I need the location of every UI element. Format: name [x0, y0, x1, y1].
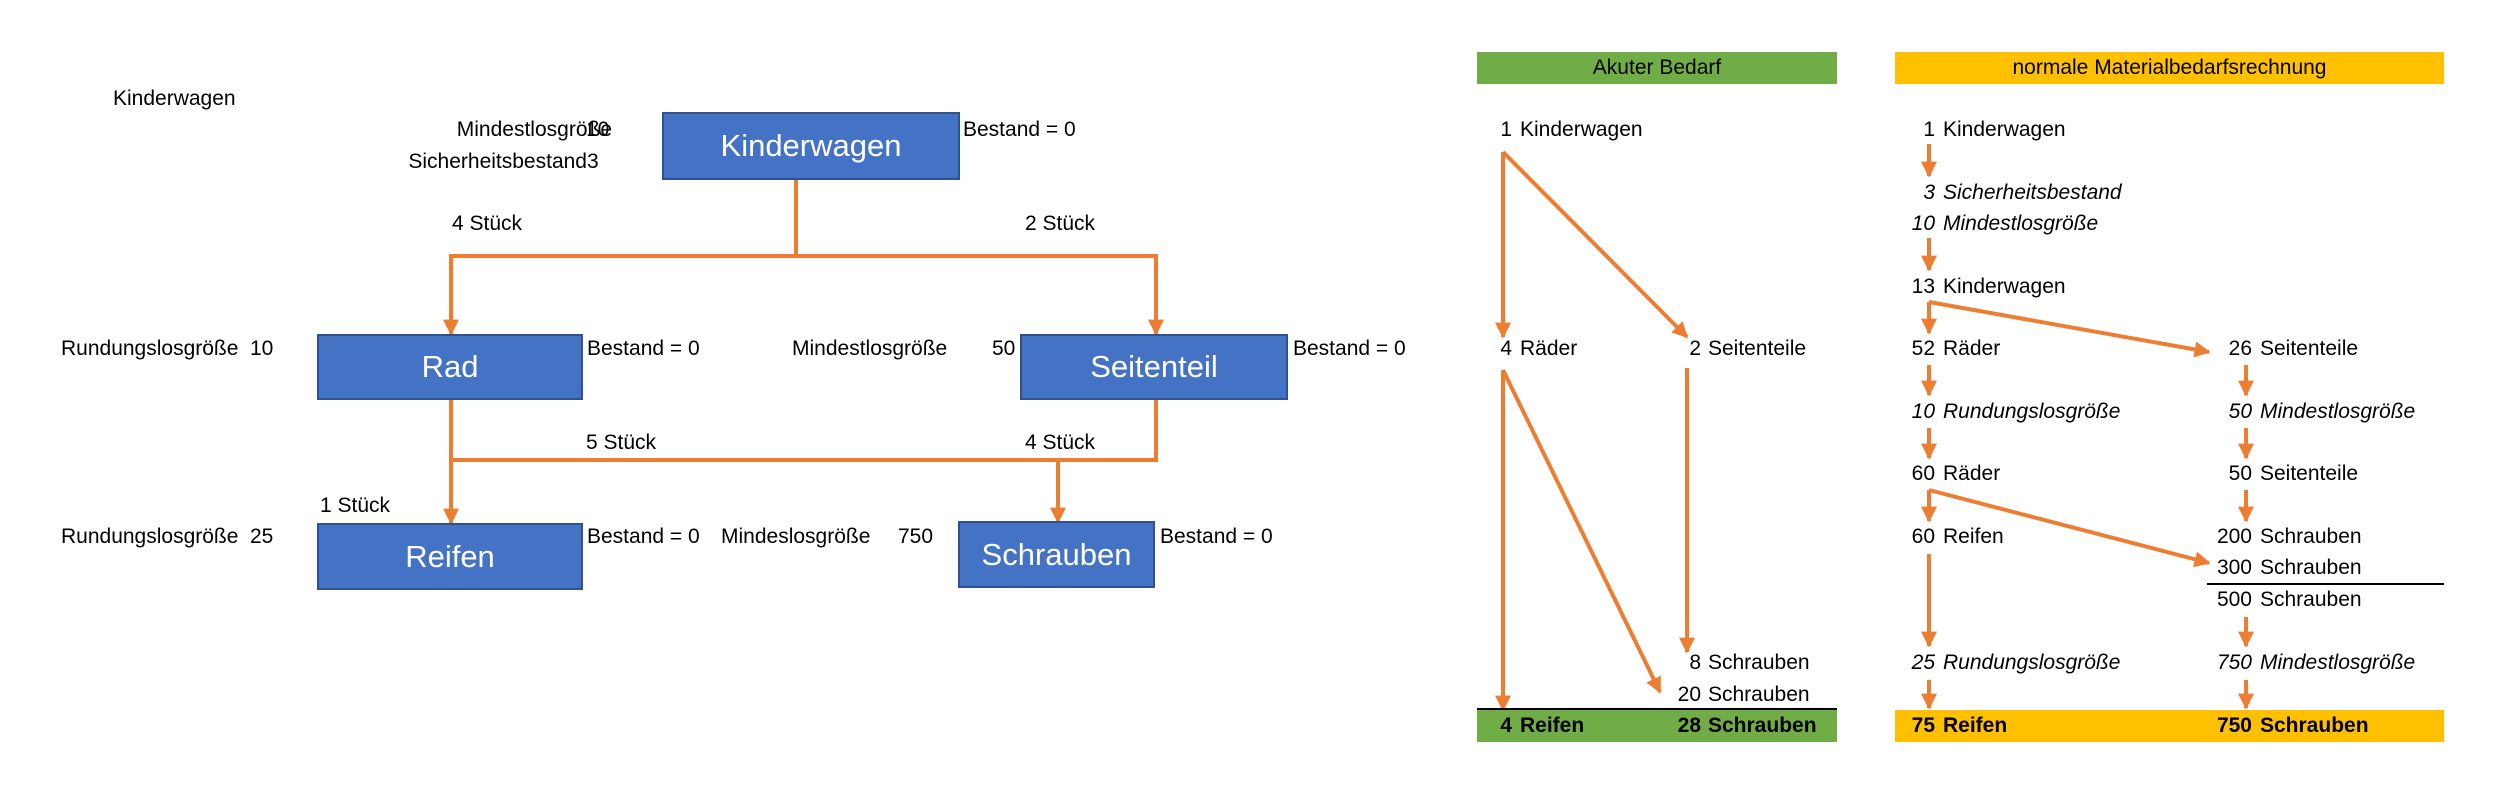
normal-left-qty: 1: [1923, 118, 1935, 141]
normal-left-qty: 3: [1923, 181, 1935, 204]
reifen-bestand: Bestand = 0: [587, 525, 700, 548]
edge-kinderwagen-seitenteil: [796, 254, 1164, 336]
normal-result-right-qty: 750: [2216, 714, 2252, 737]
edge-rad-schrauben: [451, 400, 1158, 462]
kinderwagen-param2-value: 3: [587, 150, 599, 173]
edge-kinderwagen-rad: [443, 180, 798, 336]
normal-right-text: Mindestlosgröße: [2260, 651, 2416, 674]
acute-row-text: Schrauben: [1708, 651, 1810, 674]
normal-right-text: Schrauben: [2260, 525, 2362, 548]
normal-right-text: Seitenteile: [2260, 337, 2359, 360]
normal-left-qty: 25: [1911, 651, 1935, 674]
normal-left-text: Sicherheitsbestand: [1943, 181, 2122, 204]
acute-row-text: Räder: [1520, 337, 1578, 360]
normal-right-qty: 26: [2228, 337, 2252, 360]
arrow-acute-2: [1501, 150, 1689, 339]
edge-label-rad-schrauben: 5 Stück: [586, 431, 657, 454]
normal-right-qty: 200: [2216, 525, 2252, 548]
normal-left-text: Kinderwagen: [1943, 118, 2066, 141]
tree-title: Kinderwagen: [113, 87, 236, 110]
acute-header: Akuter Bedarf: [1477, 52, 1837, 84]
acute-row-text: Schrauben: [1708, 683, 1810, 706]
normal-left-text: Räder: [1943, 462, 2001, 485]
acute-result-right-qty: 28: [1677, 714, 1701, 737]
node-reifen: Reifen: [317, 523, 583, 590]
seitenteil-param-value: 50: [992, 337, 1016, 360]
normal-right-text: Schrauben: [2260, 588, 2362, 611]
edge-label-rad-reifen: 1 Stück: [320, 494, 391, 517]
acute-row-text: Seitenteile: [1708, 337, 1807, 360]
arrow-normal-l8: [1928, 488, 2211, 568]
kinderwagen-bestand: Bestand = 0: [963, 118, 1076, 141]
acute-row-qty: 1: [1500, 118, 1512, 141]
normal-left-text: Räder: [1943, 337, 2001, 360]
normal-right-qty: 750: [2216, 651, 2252, 674]
reifen-param-label: Rundungslosgröße: [61, 525, 239, 548]
normal-left-text: Rundungslosgröße: [1943, 400, 2121, 423]
normal-right-text: Seitenteile: [2260, 462, 2359, 485]
acute-result-left-qty: 4: [1500, 714, 1512, 737]
normal-left-text: Rundungslosgröße: [1943, 651, 2121, 674]
normal-right-qty: 50: [2228, 462, 2252, 485]
seitenteil-bestand: Bestand = 0: [1293, 337, 1406, 360]
node-kinderwagen: Kinderwagen: [662, 112, 960, 180]
arrow-acute-4: [1501, 369, 1662, 694]
normal-header: normale Materialbedarfsrechnung: [1895, 52, 2444, 84]
rad-bestand: Bestand = 0: [587, 337, 700, 360]
acute-result-right-text: Schrauben: [1708, 714, 1817, 737]
normal-left-qty: 10: [1911, 400, 1935, 423]
rad-param-value: 10: [250, 337, 274, 360]
schrauben-param-label: Mindeslosgröße: [721, 525, 871, 548]
acute-row-text: Kinderwagen: [1520, 118, 1643, 141]
schrauben-param-value: 750: [898, 525, 934, 548]
normal-result-left-qty: 75: [1911, 714, 1935, 737]
normal-result-right-text: Schrauben: [2260, 714, 2369, 737]
kinderwagen-param1-label: Mindestlosgröße: [456, 118, 612, 141]
normal-left-text: Kinderwagen: [1943, 275, 2066, 298]
acute-result-bar: [1477, 710, 1837, 742]
acute-row-qty: 8: [1689, 651, 1701, 674]
seitenteil-param-label: Mindestlosgröße: [792, 337, 948, 360]
reifen-param-value: 25: [250, 525, 274, 548]
normal-right-text: Schrauben: [2260, 556, 2362, 579]
normal-left-text: Reifen: [1943, 525, 2004, 548]
normal-result-left-text: Reifen: [1943, 714, 2008, 737]
normal-result-bar: [1895, 710, 2444, 742]
normal-left-qty: 13: [1911, 275, 1935, 298]
edge-label-kinderwagen-seitenteil: 2 Stück: [1025, 212, 1096, 235]
rad-param-label: Rundungslosgröße: [61, 337, 239, 360]
acute-row-qty: 2: [1689, 337, 1701, 360]
acute-row-qty: 4: [1500, 337, 1512, 360]
normal-right-qty: 500: [2216, 588, 2252, 611]
normal-right-qty: 50: [2228, 400, 2252, 423]
edge-label-kinderwagen-rad: 4 Stück: [452, 212, 523, 235]
normal-right-qty: 300: [2216, 556, 2252, 579]
node-seitenteil: Seitenteil: [1020, 334, 1288, 400]
node-schrauben: Schrauben: [958, 521, 1155, 588]
normal-right-text: Mindestlosgröße: [2260, 400, 2416, 423]
acute-result-left-text: Reifen: [1520, 714, 1585, 737]
kinderwagen-param1-value: 10: [586, 118, 610, 141]
edge-label-seitenteil-schrauben: 4 Stück: [1025, 431, 1096, 454]
normal-left-qty: 10: [1911, 212, 1935, 235]
node-rad: Rad: [317, 334, 583, 400]
normal-left-text: Mindestlosgröße: [1943, 212, 2099, 235]
normal-left-qty: 52: [1911, 337, 1935, 360]
schrauben-bestand: Bestand = 0: [1160, 525, 1273, 548]
normal-left-qty: 60: [1911, 525, 1935, 548]
normal-left-qty: 60: [1911, 462, 1935, 485]
kinderwagen-param2-label: Sicherheitsbestand: [408, 150, 587, 173]
arrow-normal-l4: [1928, 300, 2211, 358]
acute-row-qty: 20: [1677, 683, 1701, 706]
